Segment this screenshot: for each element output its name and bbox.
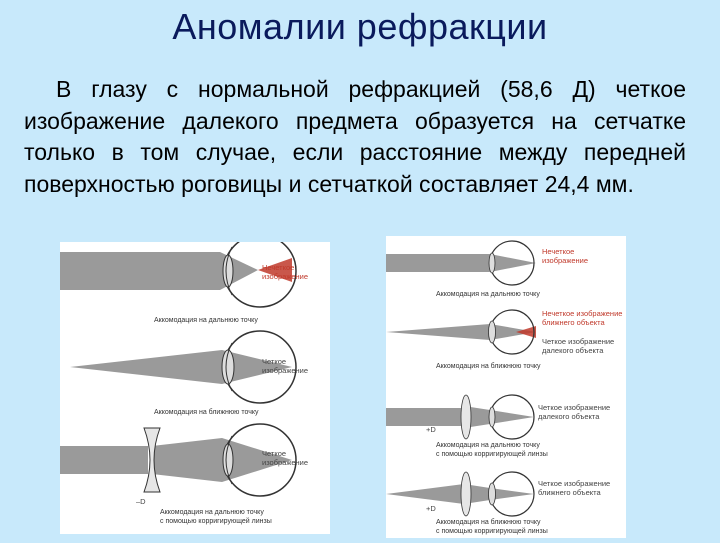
panel-caption-1: Аккомодация на дальнюю точку [160, 509, 264, 516]
panel-caption-1: Аккомодация на ближнюю точку [436, 518, 541, 526]
sharp-far-label-2: далекого объекта [538, 412, 600, 421]
blurred-image-label-2: изображение [542, 256, 588, 265]
parallel-ray-beam [60, 446, 148, 474]
panel-caption: Аккомодация на ближнюю точку [154, 408, 259, 416]
sharp-far-label-2: далекого объекта [542, 346, 604, 355]
diverging-rays [70, 350, 222, 384]
converging-rays [222, 350, 292, 384]
hyperopia-panel-near: Нечеткое изображение ближнего объекта Че… [386, 309, 622, 370]
myopia-figure: Нечеткое изображение Аккомодация на даль… [60, 234, 330, 534]
sharp-far-label-1: Четкое изображение [538, 403, 610, 412]
blurred-near-label-2: ближнего объекта [542, 318, 605, 327]
parallel-ray-beam [60, 252, 220, 290]
hyperopia-figure: Нечеткое изображение Аккомодация на даль… [386, 236, 626, 538]
blur-region [516, 326, 536, 338]
converging-rays [222, 438, 292, 482]
sharp-image-label-1: Четкое [262, 449, 286, 458]
eye-lens [221, 349, 235, 385]
parallel-ray-beam [386, 254, 490, 272]
cornea [225, 435, 233, 485]
blurred-near-label-1: Нечеткое изображение [542, 309, 622, 318]
myopia-panel-far: Нечеткое изображение Аккомодация на даль… [60, 234, 308, 324]
hyperopia-panel-far: Нечеткое изображение Аккомодация на даль… [386, 240, 588, 298]
blurred-image-label-1: Нечеткое [262, 263, 294, 272]
diverging-rays [386, 484, 464, 504]
sharp-far-label-1: Четкое изображение [542, 337, 614, 346]
lens-power-label: +D [426, 425, 436, 434]
panel-caption: Аккомодация на дальнюю точку [436, 291, 540, 298]
panel-caption-2: с помощью корригирующей линзы [436, 527, 548, 535]
body-paragraph: В глазу с нормальной рефракцией (58,6 Д)… [24, 76, 686, 197]
eye-lens [222, 254, 234, 288]
panel-caption-2: с помощью корригирующей линзы [436, 450, 548, 458]
panel-caption: Аккомодация на ближнюю точку [436, 362, 541, 370]
diverging-rays [152, 438, 222, 482]
diverging-blur [258, 258, 292, 282]
eye-lens [488, 252, 496, 274]
sharp-image-label-2: изображение [262, 458, 308, 467]
parallel-ray-beam [386, 408, 464, 426]
panel-caption-1: Аккомодация на дальнюю точку [436, 442, 540, 449]
cornea [225, 246, 233, 296]
eye-lens [222, 443, 234, 477]
sharp-image-label-1: Четкое [262, 357, 286, 366]
panel-caption: Аккомодация на дальнюю точку [154, 317, 258, 324]
hyperopia-panel-corrected-near: Четкое изображение ближнего объекта +D А… [386, 471, 610, 535]
lens-power-label: +D [426, 504, 436, 513]
eye-lens [488, 482, 496, 506]
sharp-near-label-2: ближнего объекта [538, 488, 601, 497]
myopia-panel-near: Четкое изображение Аккомодация на ближню… [70, 330, 308, 416]
eye-lens [488, 320, 496, 344]
slide-title: Аномалии рефракции [172, 6, 548, 47]
concave-lens [143, 427, 161, 493]
sharp-near-label-1: Четкое изображение [538, 479, 610, 488]
eye-lens [488, 406, 496, 428]
hyperopia-panel-corrected-far: Четкое изображение далекого объекта +D А… [386, 394, 610, 458]
lens-power-label: –D [136, 497, 146, 506]
converging-rays [490, 324, 536, 340]
converging-rays [490, 254, 536, 272]
sharp-image-label-2: изображение [262, 366, 308, 375]
panel-caption-2: с помощью корригирующей линзы [160, 517, 272, 525]
converging-rays-inner [490, 410, 534, 424]
convex-lens [460, 471, 472, 517]
myopia-diagram: Нечеткое изображение Аккомодация на даль… [60, 234, 308, 525]
blurred-image-label-1: Нечеткое [542, 247, 574, 256]
blurred-image-label-2: изображение [262, 272, 308, 281]
myopia-panel-corrected: Четкое изображение –D Аккомодация на дал… [60, 423, 308, 525]
hyperopia-diagram: Нечеткое изображение Аккомодация на даль… [386, 240, 622, 535]
diverging-rays [386, 324, 490, 340]
convex-lens [460, 394, 472, 440]
cornea [225, 342, 233, 392]
converging-rays-inner [490, 488, 534, 500]
